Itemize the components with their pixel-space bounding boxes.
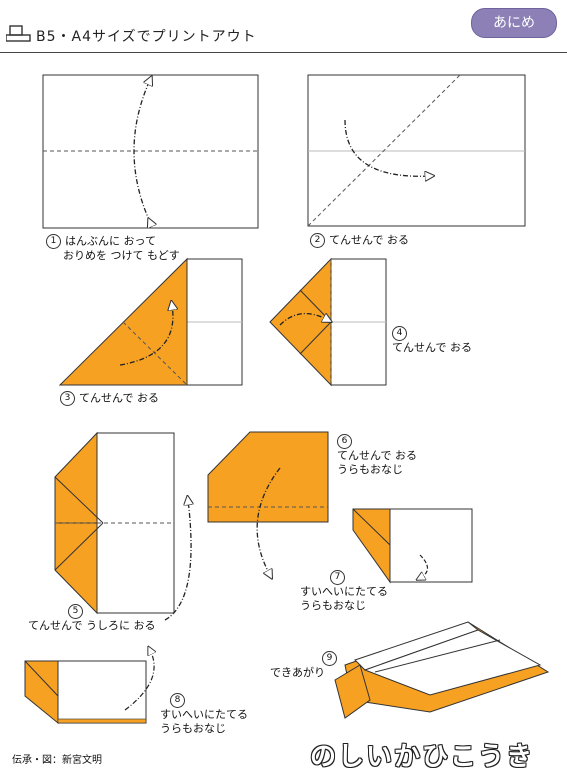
header-divider: [0, 52, 567, 53]
step-9-label: 9 できあがり: [270, 651, 341, 680]
step-2-figure: [307, 74, 526, 227]
step-9-figure: [334, 621, 550, 719]
page-title: のしいかひこうき: [310, 742, 535, 772]
step-8-text-2: うらもおなじ: [160, 722, 226, 735]
step-4-figure: [269, 257, 387, 387]
step-6-number: 6: [337, 434, 352, 449]
step-8-label: 8 すいへいにたてる うらもおなじ: [160, 693, 248, 736]
step-7-figure: [352, 508, 473, 584]
step-6-text: てんせんで おる: [337, 449, 417, 462]
step-7-label: 7 すいへいにたてる うらもおなじ: [300, 570, 388, 613]
step-3-text: てんせんで おる: [79, 391, 159, 405]
step-4-text: てんせんで おる: [392, 341, 472, 354]
step-1-text-2: おりめを つけて もどす: [63, 249, 180, 262]
step-2-number: 2: [310, 233, 325, 248]
step-6-figure: [207, 431, 329, 575]
step-5-label: 5 てんせんで うしろに おる: [28, 604, 155, 633]
step-3-label: 3 てんせんで おる: [60, 391, 159, 406]
step-9-text: できあがり: [270, 666, 325, 679]
print-note-text: B5・A4サイズでプリントアウト: [36, 29, 257, 45]
step-8-figure: [24, 650, 154, 725]
printer-icon: [6, 25, 31, 42]
step-3-figure: [58, 257, 243, 386]
step-1-label: 1 はんぶんに おって おりめを つけて もどす: [46, 234, 180, 263]
step-4-label: 4 てんせんで おる: [392, 326, 472, 355]
step-8-number: 8: [170, 693, 185, 708]
step-5-number: 5: [68, 604, 83, 619]
step-6-label: 6 てんせんで おる うらもおなじ: [337, 434, 417, 477]
step-1-figure: [42, 75, 259, 228]
credit: 伝承・図：新宮文明: [12, 755, 102, 766]
anime-button[interactable]: あにめ: [471, 8, 557, 38]
step-2-label: 2 てんせんで おる: [310, 233, 409, 248]
step-2-text: てんせんで おる: [329, 233, 409, 247]
step-7-text-2: うらもおなじ: [300, 599, 366, 612]
step-3-number: 3: [60, 391, 75, 406]
step-5-figure: [54, 431, 191, 621]
step-8-text: すいへいにたてる: [160, 708, 248, 721]
step-5-text: てんせんで うしろに おる: [28, 619, 156, 632]
step-9-number: 9: [322, 651, 337, 666]
step-1-number: 1: [46, 234, 61, 249]
step-4-number: 4: [392, 326, 407, 341]
step-6-text-2: うらもおなじ: [337, 463, 403, 476]
step-7-number: 7: [330, 570, 345, 585]
step-7-text: すいへいにたてる: [300, 585, 388, 598]
step-1-text: はんぶんに おって: [65, 234, 156, 248]
